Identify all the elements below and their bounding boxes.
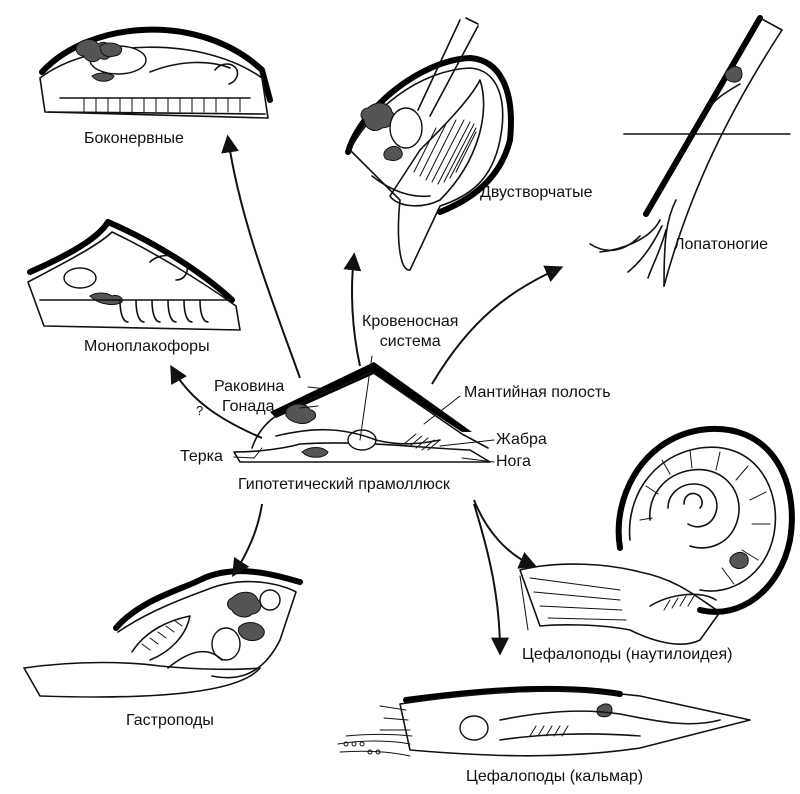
arrows <box>170 134 564 656</box>
label-foot: Нога <box>496 453 531 470</box>
label-bivalves: Двустворчатые <box>480 184 593 201</box>
label-gill: Жабра <box>496 431 547 448</box>
label-gonad: Гонада <box>222 398 275 415</box>
arrow-to-chitons <box>221 134 301 379</box>
label-gastropods: Гастроподы <box>126 712 214 729</box>
label-hypothetical-ancestor: Гипотетический прамоллюск <box>238 476 450 493</box>
leader-lines <box>233 355 495 463</box>
ancestor-illustration <box>233 362 491 463</box>
arrow-to-gastropods <box>232 503 263 578</box>
label-monoplacophora: Моноплакофоры <box>84 338 210 355</box>
scaphopod-illustration <box>589 15 791 287</box>
arrow-to-bivalves <box>343 252 362 367</box>
gastropod-illustration <box>23 568 303 698</box>
label-radula: Терка <box>180 448 223 465</box>
arrow-to-scaphopods <box>431 265 564 385</box>
label-cephalopods-squid: Цефалоподы (кальмар) <box>466 768 644 785</box>
monoplacophora-illustration <box>27 219 241 331</box>
bivalve-illustration <box>345 17 514 271</box>
label-scaphopods: Лопатоногие <box>674 236 769 253</box>
label-cephalopods-nautiloid: Цефалоподы (наутилоидея) <box>522 646 733 663</box>
chiton-illustration <box>39 26 273 119</box>
label-question-mark: ? <box>196 403 204 418</box>
arrow-to-squid <box>473 503 509 656</box>
label-mantle-cavity: Мантийная полость <box>464 384 611 401</box>
arrow-to-nautilus <box>473 499 538 569</box>
arrow-to-monoplacophora <box>170 364 263 439</box>
label-shell: Раковина <box>214 378 285 395</box>
label-chitons: Боконервные <box>84 130 184 147</box>
label-circulatory-system: Кровеносная система <box>362 313 459 350</box>
squid-illustration <box>337 685 751 757</box>
nautilus-illustration <box>519 425 795 645</box>
